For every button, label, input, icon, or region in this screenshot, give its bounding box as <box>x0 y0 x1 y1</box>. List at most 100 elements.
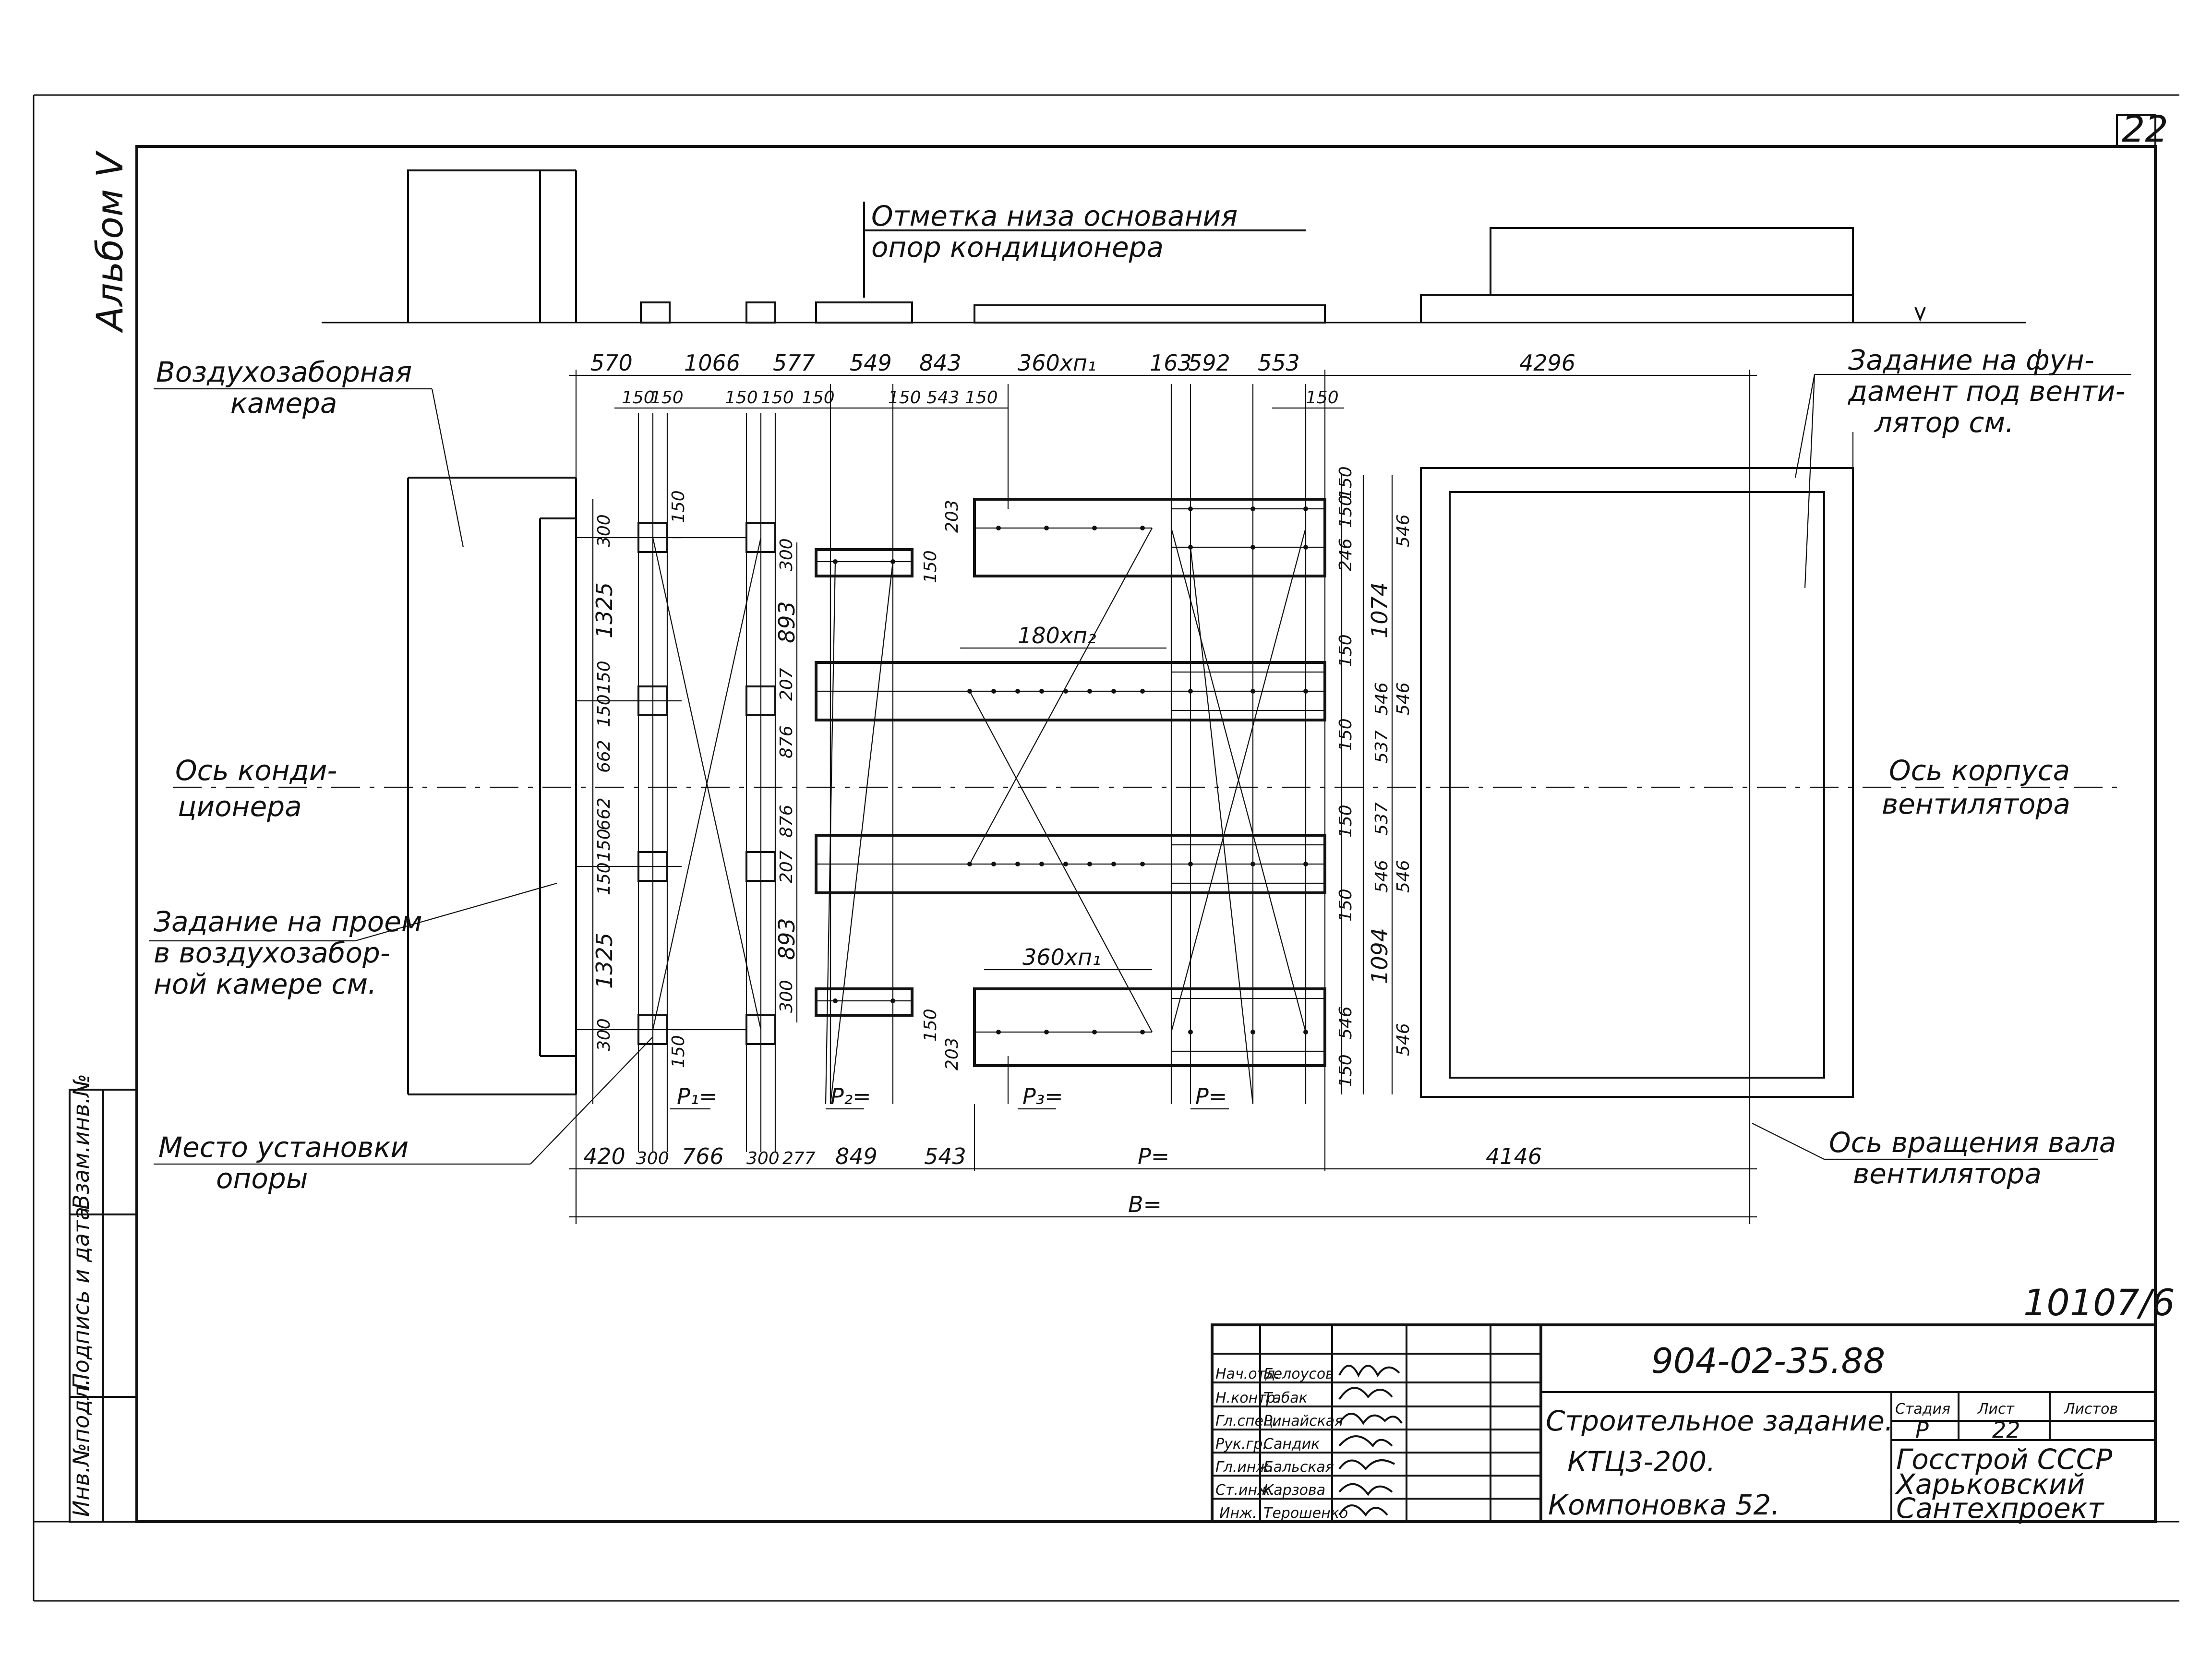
load-p1: Р₁= <box>677 1083 718 1109</box>
stamp-sign: Подпись и дата <box>68 1207 94 1390</box>
dim-mid-small-1: 150 <box>921 550 940 583</box>
dim-mid-7: 300 <box>777 980 796 1013</box>
tb-name-5: Карзова <box>1263 1482 1325 1499</box>
dim-top-5: 360хп₁ <box>1018 350 1096 376</box>
inventory-number: 10107/6 <box>2023 1281 2175 1324</box>
label-fund-3: лятор см. <box>1874 406 2014 439</box>
dim-top-0: 570 <box>590 350 633 376</box>
dim-right-13: 150 <box>1336 1054 1356 1087</box>
label-mesto-1: Место установки <box>158 1131 409 1164</box>
label-proem-3: ной камере см. <box>154 968 377 1000</box>
sheet-number: 22 <box>2122 108 2168 150</box>
tb-role-4: Гл.инж. <box>1215 1459 1274 1476</box>
dim-sub-1: 150 <box>650 388 684 408</box>
tb-sheets-label: Листов <box>2064 1401 2118 1418</box>
dim-right-0: 150 <box>1336 466 1356 499</box>
fan-foundation <box>1420 373 2131 1098</box>
dim-mid-2: 207 <box>777 668 796 701</box>
stamp-replace: Взам.инв.№ <box>68 1074 94 1210</box>
album-label: Альбом V <box>88 150 131 334</box>
dim-right-9: 546 <box>1372 860 1392 893</box>
bolt-holes <box>833 506 1308 1034</box>
base-beams <box>815 384 1326 1104</box>
label-rotation-2: вентилятора <box>1853 1157 2042 1190</box>
dim-mid-4: 876 <box>777 805 796 838</box>
tb-name-0: Белоусов <box>1263 1366 1334 1382</box>
dim-sub-3: 150 <box>761 388 794 408</box>
label-proem-2: в воздухозабор- <box>154 937 390 969</box>
title-block <box>1211 1323 2157 1523</box>
label-fund-1: Задание на фун- <box>1848 344 2094 376</box>
tb-role-5: Ст.инж. <box>1215 1482 1275 1499</box>
dim-inner-bottom: 360хп₁ <box>1022 944 1101 970</box>
tb-role-1: Н.контр. <box>1215 1390 1280 1406</box>
tb-stage: Р <box>1915 1417 1929 1443</box>
dim-top-6: 163 <box>1150 350 1192 376</box>
tb-name-1: Табак <box>1263 1390 1308 1406</box>
dim-top-9: 4296 <box>1519 350 1575 376</box>
bottom-dimension-chain <box>569 1168 1757 1224</box>
dim-left-5: 662 <box>594 797 614 830</box>
dim-mid-small-2: 150 <box>921 1009 940 1042</box>
signatures <box>1338 1365 1403 1517</box>
sub-dim-labels: 150 150 150 150 150 150 543 150 150 <box>622 388 1339 408</box>
dim-inner-top: 180хп₂ <box>1018 623 1096 649</box>
dim-right-10: 150 <box>1336 889 1356 922</box>
tb-org-1: Госстрой СССР <box>1896 1443 2112 1476</box>
dim-total: В= <box>1128 1191 1162 1217</box>
dim-right-11: 1094 <box>1367 928 1393 984</box>
tb-role-0: Нач.отд. <box>1215 1366 1280 1382</box>
dim-right-5: 150 <box>1336 718 1356 751</box>
label-axis-left-1: Ось конди- <box>175 754 337 787</box>
label-axis-right-1: Ось корпуса <box>1889 754 2070 787</box>
dim-bottom-4: 277 <box>782 1149 816 1168</box>
note-bottom-elevation-2: опор кондиционера <box>871 231 1164 264</box>
dim-left-7: 150 <box>594 862 614 895</box>
dim-top-1: 1066 <box>684 350 740 376</box>
dim-top-8: 553 <box>1258 350 1300 376</box>
dim-sub-4: 150 <box>802 388 835 408</box>
dim-bottom-1: 300 <box>636 1149 669 1168</box>
elevation-profile <box>322 169 2026 324</box>
dim-right-12: 546 <box>1336 1006 1356 1039</box>
tb-org-3: Сантехпроект <box>1896 1492 2105 1525</box>
top-dimension-chain <box>569 374 1757 409</box>
dim-left-150-top: 150 <box>669 490 688 523</box>
dim-right-1: 246 <box>1336 538 1356 571</box>
tb-org-2: Харьковский <box>1895 1468 2085 1501</box>
label-proem-1: Задание на проем <box>154 905 422 938</box>
dim-sub-7: 150 <box>965 388 998 408</box>
note-bottom-elevation-1: Отметка низа основания <box>871 200 1238 232</box>
dim-left-8: 1325 <box>591 933 617 989</box>
load-p3: Р₃= <box>1022 1083 1063 1109</box>
label-axis-right-2: вентилятора <box>1882 788 2070 820</box>
dim-mid-small-0: 203 <box>942 500 962 533</box>
dim-top-2: 577 <box>773 350 815 376</box>
dim-sub-6: 543 <box>926 388 960 408</box>
dim-right-outer-0: 546 <box>1394 514 1413 547</box>
dim-mid-1: 893 <box>774 601 800 643</box>
proem-leader <box>149 882 557 942</box>
dim-top-3: 549 <box>850 350 892 376</box>
mesto-leader <box>154 1036 653 1165</box>
tb-name-2: Ринайская <box>1263 1413 1343 1430</box>
dim-mid-0: 300 <box>777 538 796 571</box>
dim-bottom-7: Р= <box>1138 1143 1169 1169</box>
tb-name-6: Терошенко <box>1263 1505 1348 1522</box>
dim-sub-8: 150 <box>1306 388 1339 408</box>
middle-vertical-dims: 300 893 207 876 876 207 893 300 203 150 … <box>774 500 962 1070</box>
tb-role-6: Инж. <box>1219 1505 1257 1522</box>
title-block-names: Белоусов Табак Ринайская Сандик Бальская… <box>1263 1366 1348 1522</box>
top-dim-labels: 570 1066 577 549 843 360хп₁ 163 592 553 … <box>590 350 1575 376</box>
air-intake-leader <box>154 388 464 548</box>
tb-code: 904-02-35.88 <box>1651 1341 1885 1381</box>
label-air-intake-1: Воздухозаборная <box>156 356 412 388</box>
tb-desc-1: Строительное задание. <box>1546 1405 1893 1437</box>
label-mesto-2: опоры <box>216 1162 308 1195</box>
tb-name-3: Сандик <box>1263 1436 1320 1453</box>
dim-right-6: 537 <box>1372 730 1392 763</box>
dim-mid-5: 207 <box>777 850 796 883</box>
dim-right-outer-3: 546 <box>1394 1023 1413 1056</box>
dim-right-2: 1074 <box>1367 582 1393 638</box>
